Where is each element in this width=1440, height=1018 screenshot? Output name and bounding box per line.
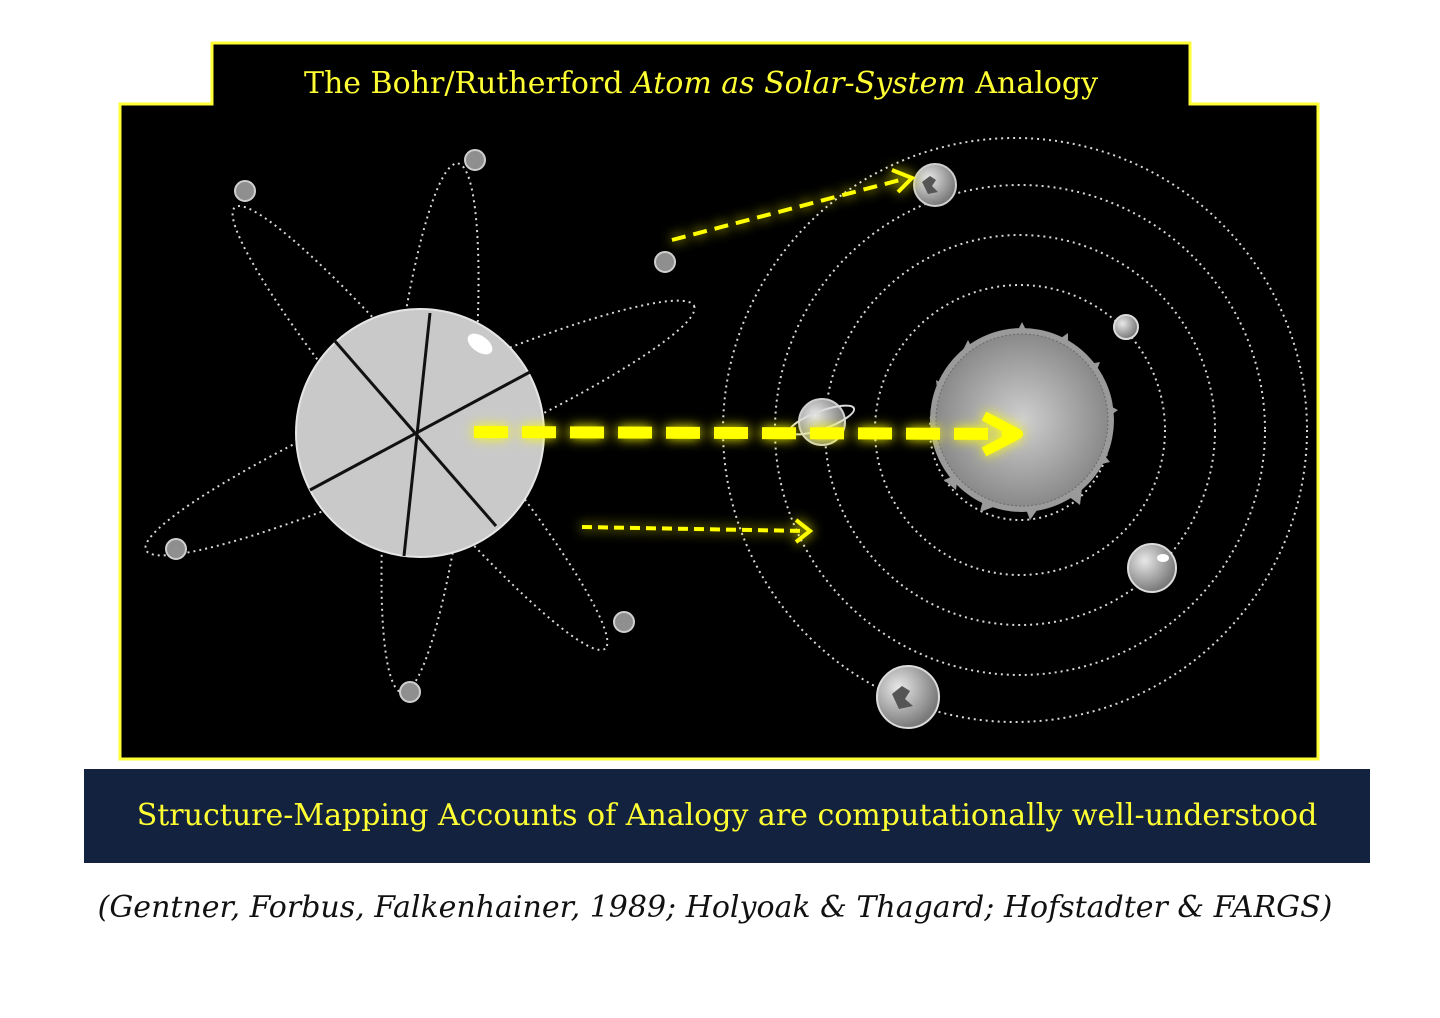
title-part-1: The Bohr/Rutherford [303,66,633,101]
electron [399,681,421,703]
planet [1113,314,1139,340]
atom-icon [144,149,696,703]
electron [464,149,486,171]
summary-text: Structure-Mapping Accounts of Analogy ar… [136,798,1318,833]
dashed-arrow-orbit-to-orbit [581,518,814,544]
summary-banner: Structure-Mapping Accounts of Analogy ar… [84,769,1370,863]
planet-orbit [874,284,1166,576]
electron [613,611,635,633]
electron [234,180,256,202]
nucleus-highlight [467,333,493,355]
electron [654,251,676,273]
planet [913,163,957,207]
planet [1127,543,1177,593]
title-part-2: Atom as Solar-System [632,66,966,101]
sun [928,322,1118,520]
diagram-panel [118,41,1320,761]
electron [165,538,187,560]
planet [876,665,940,729]
citation: (Gentner, Forbus, Falkenhainer, 1989; Ho… [97,890,1333,925]
title-part-3: Analogy [965,66,1099,101]
dashed-arrow-nucleus-to-sun [473,411,1023,457]
diagram-title: The Bohr/Rutherford Atom as Solar-System… [216,62,1186,106]
dashed-arrow-electron-to-planet [671,168,916,242]
planet-orbit [722,137,1308,723]
